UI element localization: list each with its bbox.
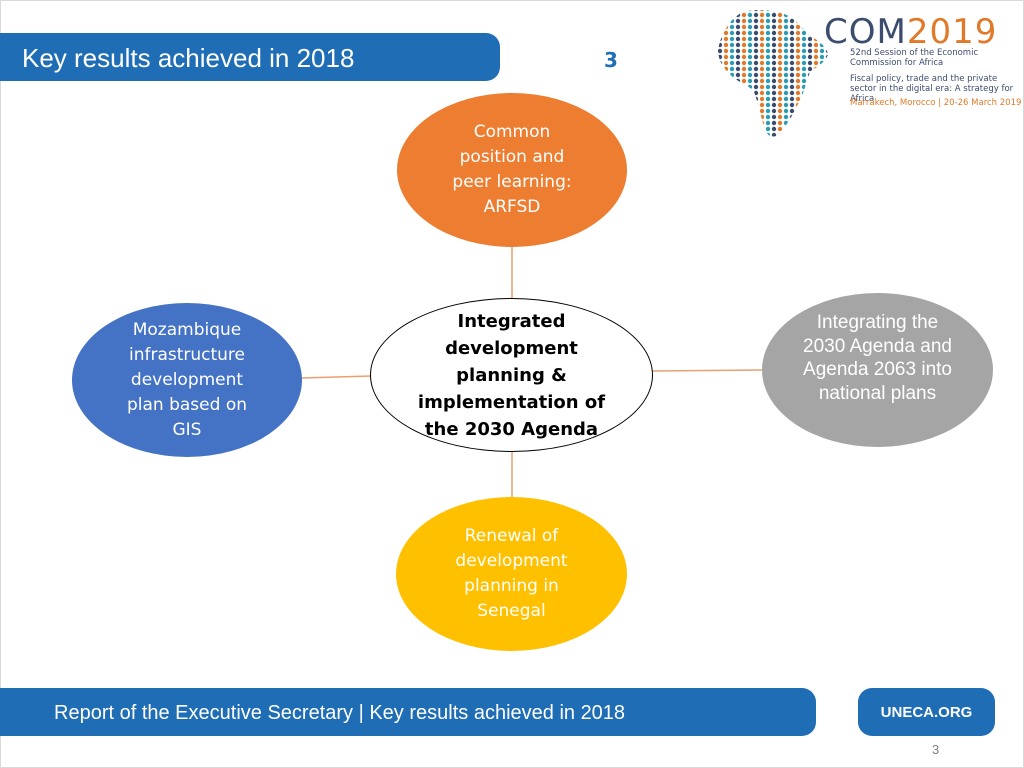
logo-theme-text: Fiscal policy, trade and the private sec… [850,74,1014,104]
uneca-link-button[interactable]: UNECA.ORG [858,688,995,736]
footer-banner: Report of the Executive Secretary | Key … [0,688,816,736]
page-title: Key results achieved in 2018 [22,43,355,73]
com2019-logo: COM2019 52nd Session of the Economic Com… [714,6,1024,146]
node-senegal: Renewal of development planning in Seneg… [396,497,627,651]
connector-right [651,369,764,372]
page-number: 3 [932,742,940,757]
node-mozambique-label: Mozambique infrastructure development pl… [126,319,247,440]
connector-lines [301,247,764,497]
footer-text: Report of the Executive Secretary | Key … [54,702,626,724]
node-mozambique: Mozambique infrastructure development pl… [72,303,302,457]
logo-wordmark: COM2019 [824,12,998,52]
node-arfsd: Common position and peer learning: ARFSD [397,93,627,247]
node-center-label: Integrated development planning & implem… [417,310,606,440]
hub-spoke-diagram: Common position and peer learning: ARFSD… [72,93,993,651]
logo-session-text: 52nd Session of the Economic Commission … [850,48,979,68]
logo-place-date: Marrakech, Morocco | 20-26 March 2019 [850,98,1022,108]
title-banner: Key results achieved in 2018 [0,33,500,81]
uneca-link-label: UNECA.ORG [880,703,973,721]
africa-map-icon [718,10,828,137]
node-senegal-label: Renewal of development planning in Seneg… [455,526,568,621]
node-arfsd-label: Common position and peer learning: ARFSD [452,122,572,217]
node-center-integrated-planning: Integrated development planning & implem… [370,298,653,452]
slide-number: 3 [604,48,618,72]
node-agenda-integration: Integrating the 2030 Agenda and Agenda 2… [762,293,993,447]
node-agenda-label: Integrating the 2030 Agenda and Agenda 2… [803,312,952,404]
connector-left [301,375,372,379]
